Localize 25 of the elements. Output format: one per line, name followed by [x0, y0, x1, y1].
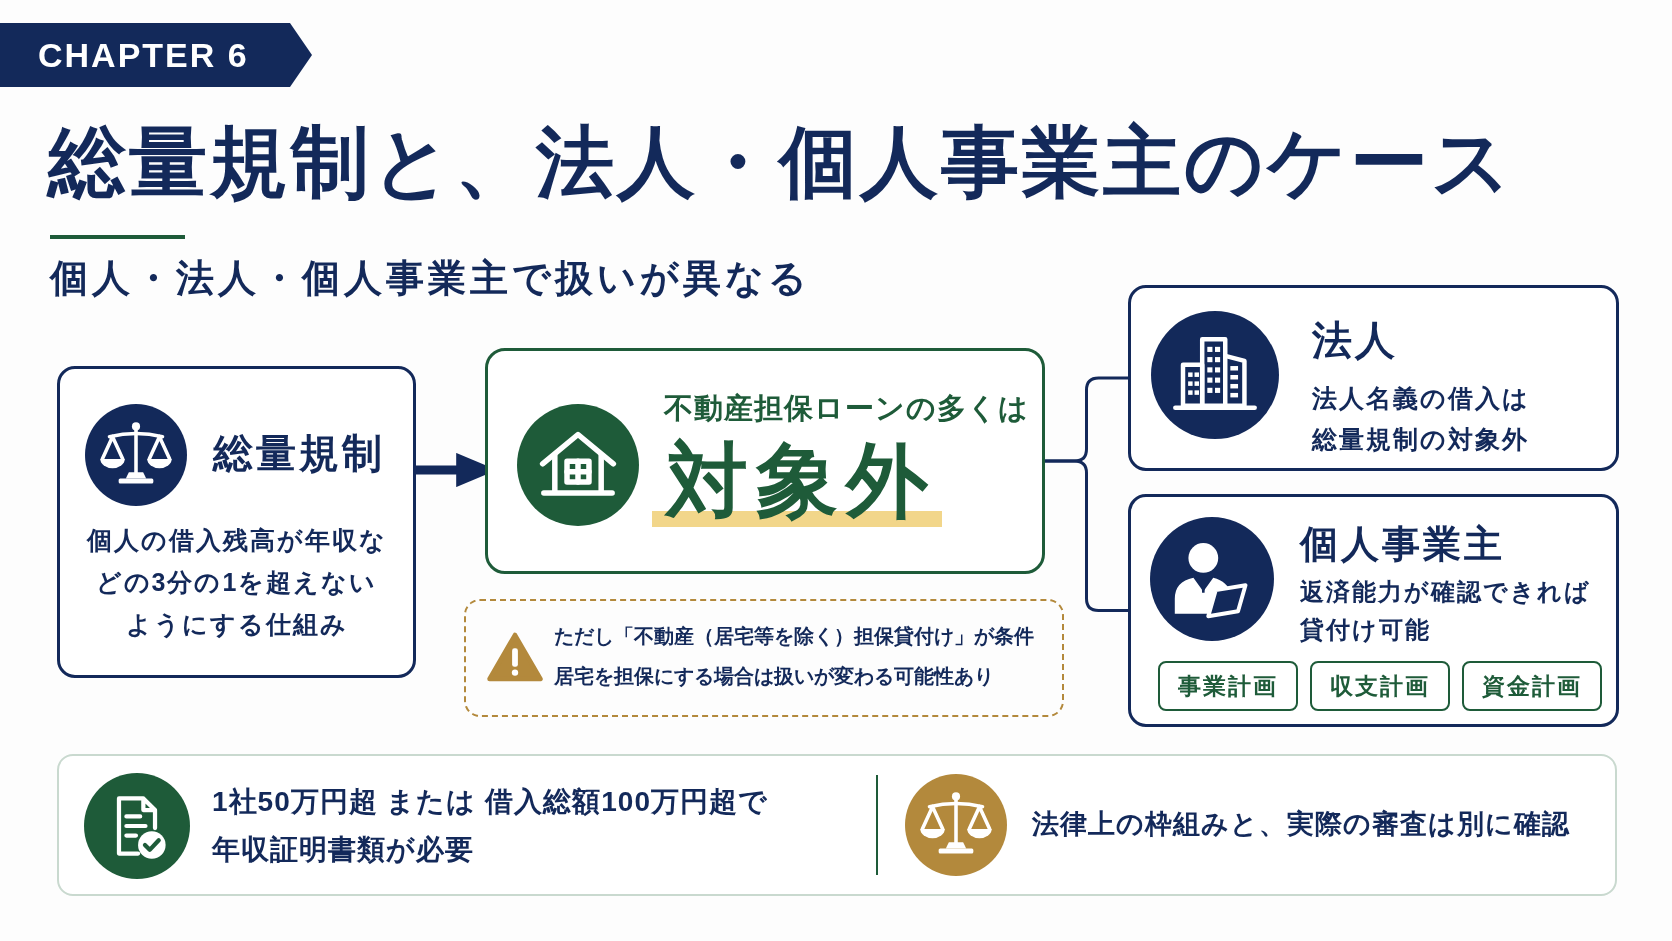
plan-tag: 事業計画 — [1158, 661, 1298, 711]
result-card — [485, 348, 1045, 574]
connector-line — [1045, 459, 1128, 612]
card-text: 法人名義の借入は総量規制の対象外 — [1312, 383, 1531, 455]
note-box — [464, 599, 1064, 717]
plan-tag: 資金計画 — [1462, 661, 1602, 711]
info-card — [1128, 285, 1619, 471]
card-heading: 総量規制 — [213, 430, 385, 477]
note-text: 居宅を担保にする場合は扱いが変わる可能性あり — [554, 664, 994, 689]
chapter-tag — [0, 23, 312, 87]
card-text: 返済能力が確認できれば貸付け可能 — [1300, 577, 1592, 645]
chapter-label: CHAPTER 6 — [38, 35, 249, 76]
info-card — [57, 366, 416, 678]
info-card — [1128, 494, 1619, 727]
card-heading: 個人事業主 — [1300, 522, 1505, 567]
card-heading: 法人 — [1312, 317, 1398, 364]
plan-tag: 収支計画 — [1310, 661, 1450, 711]
card-text: 不動産担保ローンの多くは — [664, 391, 1029, 426]
card-text: 個人の借入残高が年収などの3分の1を超えないようにする仕組み — [85, 525, 388, 640]
slide-title: 総量規制と、法人・個人事業主のケース — [48, 117, 1514, 208]
slide-subtitle: 個人・法人・個人事業主で扱いが異なる — [50, 256, 811, 301]
summary-text: 1社50万円超 または 借入総額100万円超で年収証明書類が必要 — [212, 785, 769, 867]
summary-panel — [57, 754, 1617, 896]
note-text: ただし「不動産（居宅等を除く）担保貸付け」が条件 — [554, 624, 1034, 649]
summary-text: 法律上の枠組みと、実際の審査は別に確認 — [1032, 808, 1570, 841]
